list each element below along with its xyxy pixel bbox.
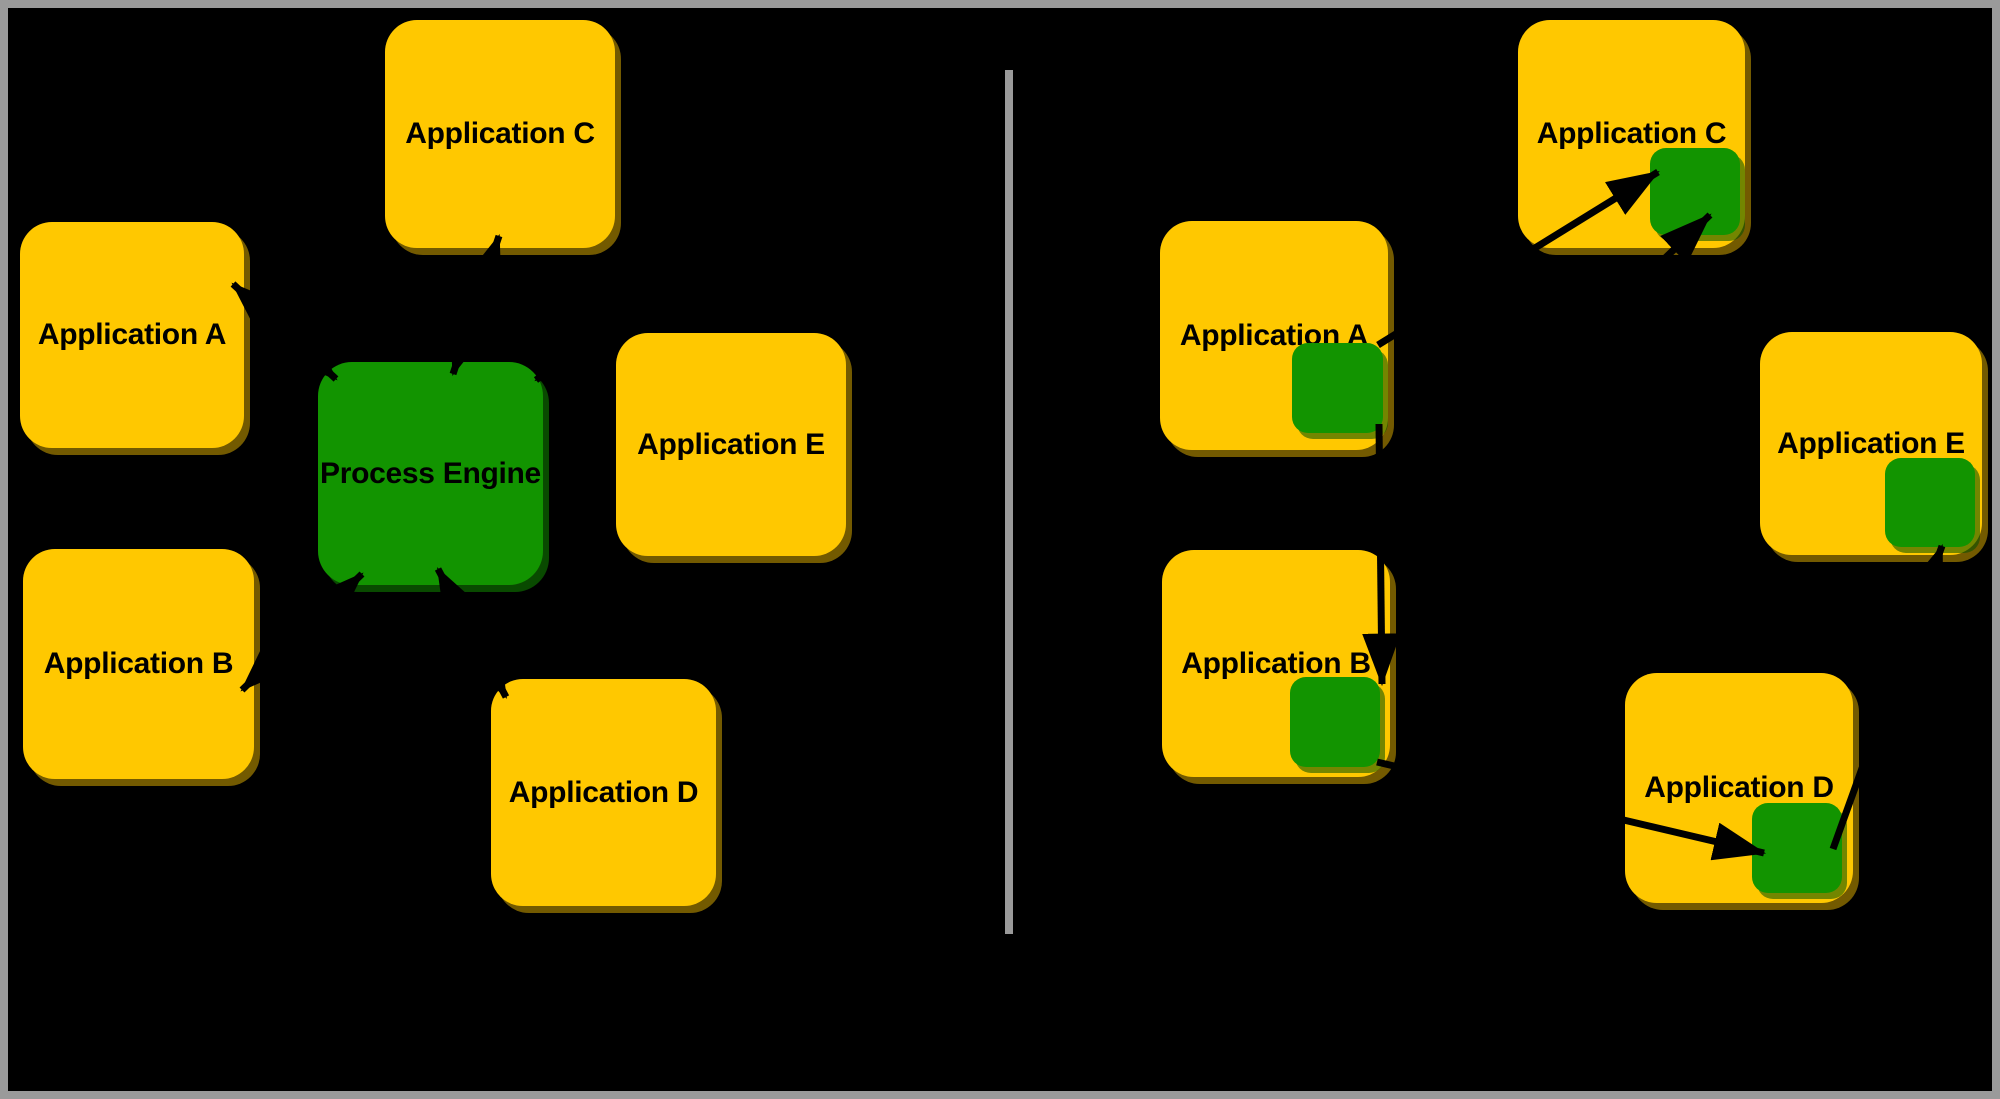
- embedded-engine-chip-app-a-r: [1292, 343, 1383, 433]
- arrow-app-d-to-process-engine: [434, 567, 510, 699]
- node-app-a-r: Application A: [1160, 221, 1388, 450]
- node-process-engine: Process Engine: [318, 362, 543, 585]
- node-label: Application E: [637, 427, 825, 461]
- arrow-app-b-to-process-engine: [239, 571, 365, 693]
- node-label: Application D: [508, 775, 699, 809]
- node-app-c: Application C: [385, 20, 615, 248]
- node-app-d: Application D: [491, 679, 716, 906]
- embedded-engine-chip-app-d-r: [1752, 803, 1842, 893]
- arrow-app-c-to-process-engine: [449, 234, 503, 376]
- embedded-engine-chip-app-c-r: [1650, 148, 1740, 235]
- embedded-engine-chip-app-e-r: [1885, 458, 1975, 547]
- node-label: Process Engine: [320, 456, 541, 490]
- node-app-b: Application B: [23, 549, 254, 779]
- node-app-e-r: Application E: [1760, 332, 1982, 555]
- node-app-b-r: Application B: [1162, 550, 1390, 777]
- panel-divider: [1005, 70, 1013, 934]
- node-app-e: Application E: [616, 333, 846, 556]
- node-app-c-r: Application C: [1518, 20, 1745, 248]
- node-label: Application E: [1777, 426, 1965, 460]
- node-label: Application B: [43, 647, 234, 680]
- node-label: Application A: [37, 318, 227, 351]
- node-app-a: Application A: [20, 222, 244, 448]
- node-label: Application C: [1536, 117, 1727, 150]
- node-app-d-r: Application D: [1625, 673, 1853, 903]
- node-label: Application C: [405, 117, 595, 150]
- embedded-engine-chip-app-b-r: [1290, 677, 1380, 767]
- node-label: Application B: [1181, 646, 1371, 680]
